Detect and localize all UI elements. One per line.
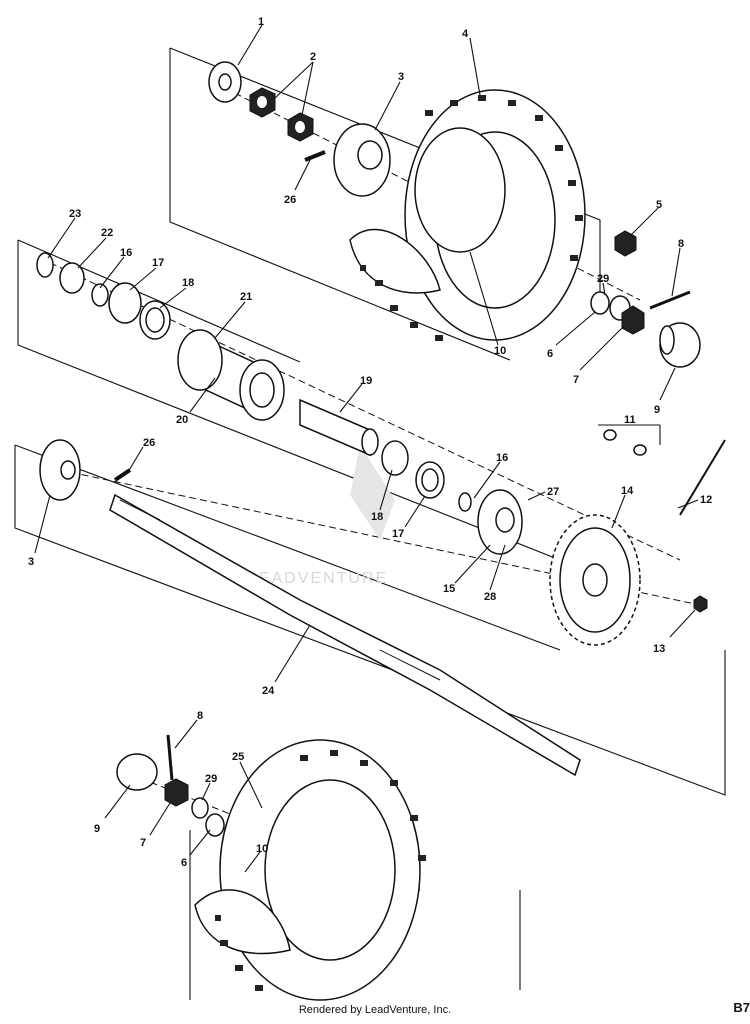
callout-19: 19 xyxy=(360,375,372,387)
callout-16: 16 xyxy=(120,247,132,259)
callout-29: 29 xyxy=(597,273,609,285)
callout-27: 27 xyxy=(547,486,559,498)
callout-8: 8 xyxy=(678,238,684,250)
callout-7b: 7 xyxy=(140,837,146,849)
callout-12: 12 xyxy=(700,494,712,506)
callout-29b: 29 xyxy=(205,773,217,785)
callout-25: 25 xyxy=(232,751,244,763)
callout-17: 17 xyxy=(152,257,164,269)
callout-11: 11 xyxy=(624,414,636,426)
upper-wheel-assembly xyxy=(208,61,701,368)
axle-assembly xyxy=(39,439,581,777)
callout-13: 13 xyxy=(653,643,665,655)
callout-21: 21 xyxy=(240,291,252,303)
watermark-text: LEADVENTURE xyxy=(248,570,388,587)
callout-10b: 10 xyxy=(256,843,268,855)
callout-9b: 9 xyxy=(94,823,100,835)
upper-tire-tread xyxy=(360,95,583,341)
callout-14: 14 xyxy=(621,485,634,497)
callout-6: 6 xyxy=(547,348,553,360)
callout-8b: 8 xyxy=(197,710,203,722)
callout-22: 22 xyxy=(101,227,113,239)
callout-18: 18 xyxy=(182,277,194,289)
callout-24: 24 xyxy=(262,685,275,697)
callout-26b: 26 xyxy=(143,437,155,449)
callout-15: 15 xyxy=(443,583,455,595)
callout-10: 10 xyxy=(494,345,506,357)
callout-3: 3 xyxy=(398,71,404,83)
callout-1: 1 xyxy=(258,16,264,28)
callout-4: 4 xyxy=(462,28,469,40)
lower-tire-tread xyxy=(215,750,426,991)
callout-26: 26 xyxy=(284,194,296,206)
callout-20: 20 xyxy=(176,414,188,426)
footer-credit: Rendered by LeadVenture, Inc. xyxy=(298,1004,452,1016)
callout-7: 7 xyxy=(573,374,579,386)
callout-28: 28 xyxy=(484,591,496,603)
callout-16b: 16 xyxy=(496,452,508,464)
callout-2: 2 xyxy=(310,51,316,63)
callout-6b: 6 xyxy=(181,857,187,869)
callout-3b: 3 xyxy=(28,556,34,568)
callout-23: 23 xyxy=(69,208,81,220)
callout-18b: 18 xyxy=(371,511,383,523)
watermark: LEADVENTURE xyxy=(248,445,395,587)
callout-17b: 17 xyxy=(392,528,404,540)
page-code: B7 xyxy=(733,1000,750,1015)
bearing-carrier-assembly xyxy=(36,252,726,646)
callout-labels: 1 2 3 4 5 8 26 23 22 16 17 18 21 29 6 7 … xyxy=(28,16,712,873)
callout-9: 9 xyxy=(654,404,660,416)
callout-5: 5 xyxy=(656,199,662,211)
lower-wheel-assembly xyxy=(116,734,426,1001)
